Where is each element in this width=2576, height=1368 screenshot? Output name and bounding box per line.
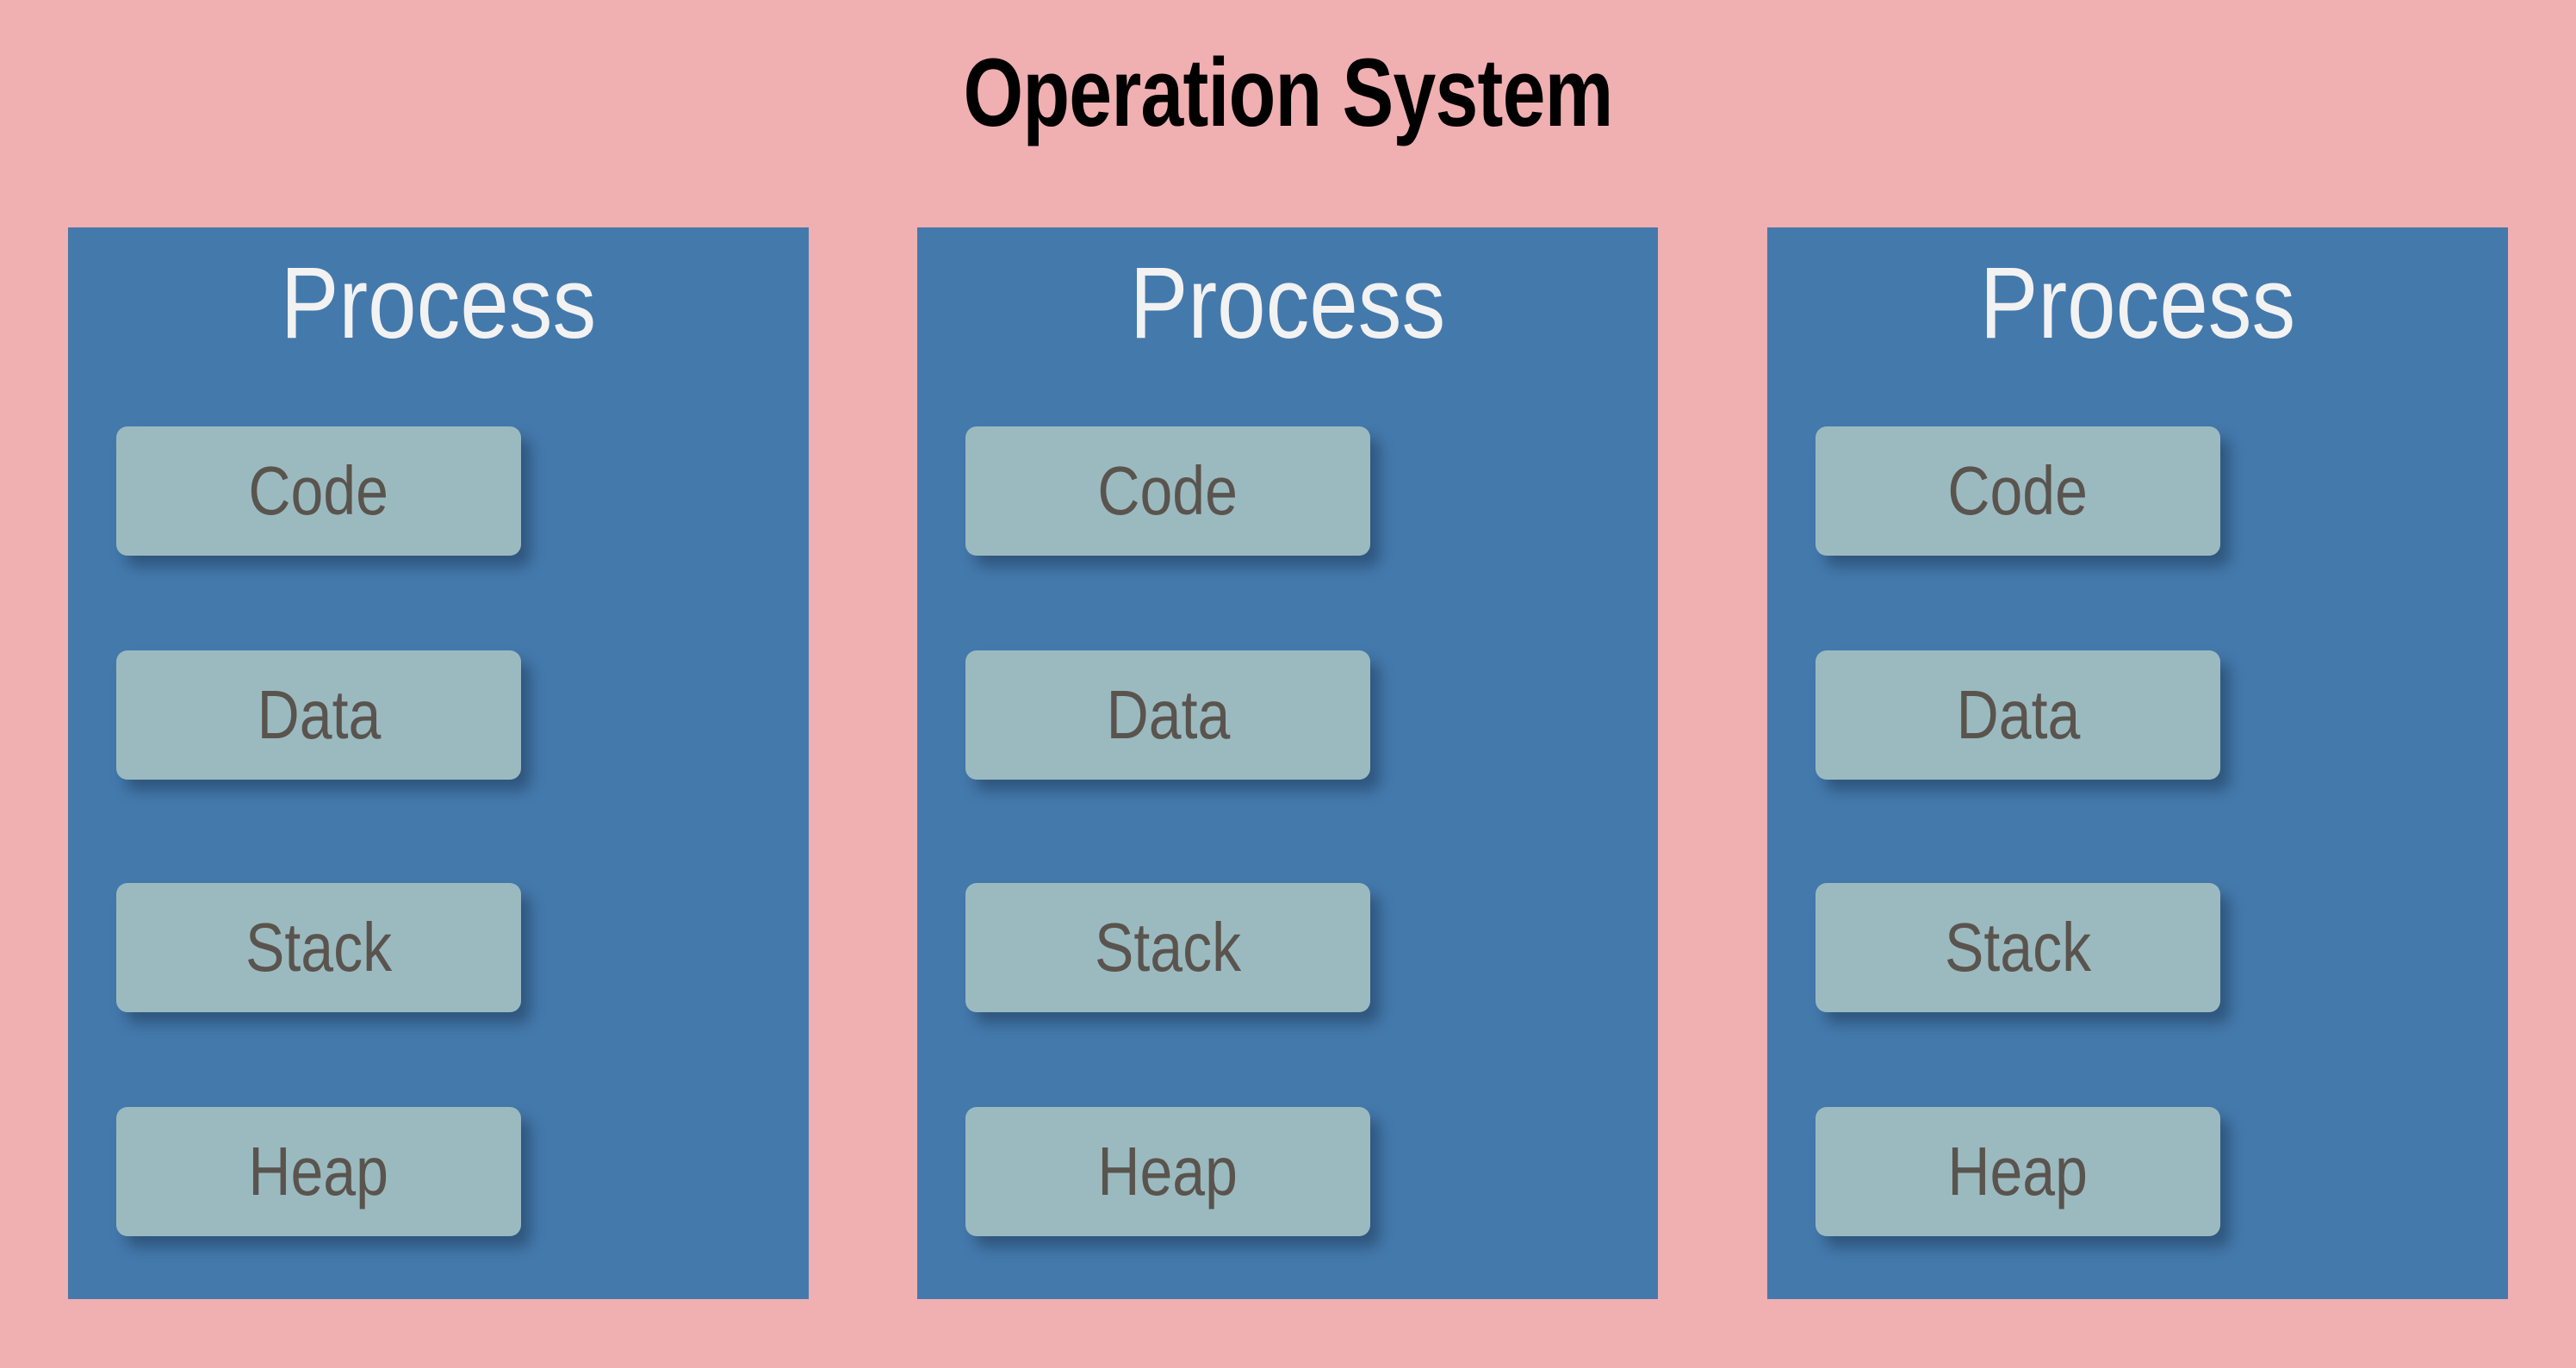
segment-label: Code bbox=[1097, 452, 1238, 529]
segment-box-code: Code bbox=[965, 426, 1370, 556]
process-heading: Process bbox=[1979, 246, 2296, 360]
segment-box-heap: Heap bbox=[1816, 1107, 2220, 1236]
segment-label: Stack bbox=[1094, 909, 1242, 986]
segment-box-stack: Stack bbox=[1816, 883, 2220, 1012]
segment-label: Heap bbox=[1947, 1133, 2089, 1209]
segment-label: Code bbox=[248, 452, 389, 529]
segment-box-data: Data bbox=[1816, 650, 2220, 780]
process-heading: Process bbox=[1129, 246, 1446, 360]
segment-label: Code bbox=[1947, 452, 2089, 529]
segment-box-heap: Heap bbox=[965, 1107, 1370, 1236]
segment-box-data: Data bbox=[116, 650, 521, 780]
process-heading: Process bbox=[280, 246, 597, 360]
process-panel-3: Process Code Data Stack Heap bbox=[1767, 227, 2508, 1299]
segment-box-code: Code bbox=[116, 426, 521, 556]
process-panel-1: Process Code Data Stack Heap bbox=[68, 227, 809, 1299]
segment-label: Data bbox=[1106, 676, 1230, 753]
segment-box-data: Data bbox=[965, 650, 1370, 780]
segment-label: Heap bbox=[248, 1133, 389, 1209]
segment-box-code: Code bbox=[1816, 426, 2220, 556]
segment-label: Heap bbox=[1097, 1133, 1238, 1209]
segment-box-stack: Stack bbox=[965, 883, 1370, 1012]
segment-label: Data bbox=[1956, 676, 2080, 753]
segment-box-heap: Heap bbox=[116, 1107, 521, 1236]
segment-label: Stack bbox=[245, 909, 393, 986]
page-title: Operation System bbox=[963, 39, 1613, 146]
segment-label: Stack bbox=[1944, 909, 2092, 986]
segment-label: Data bbox=[257, 676, 381, 753]
process-panel-2: Process Code Data Stack Heap bbox=[917, 227, 1658, 1299]
segment-box-stack: Stack bbox=[116, 883, 521, 1012]
